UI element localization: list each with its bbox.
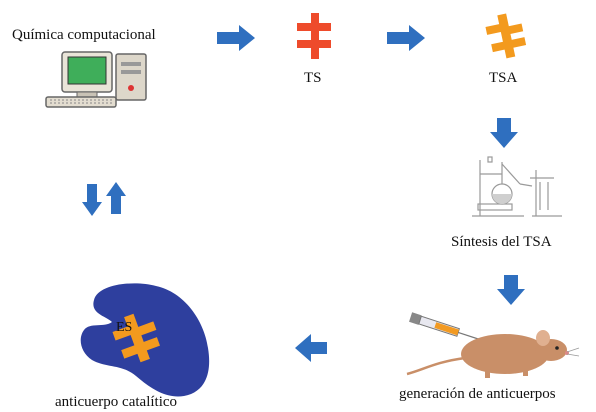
arrow-down-icon — [497, 275, 525, 305]
catalytic-antibody-label: anticuerpo catalítico — [55, 394, 178, 410]
computer-icon — [45, 51, 147, 108]
antibody-icon — [80, 283, 210, 397]
es-structure-icon — [112, 313, 160, 363]
arrow-up-icon — [106, 182, 126, 214]
tsa-structure-icon — [485, 13, 527, 59]
arrow-right-icon — [217, 25, 255, 51]
mouse-with-syringe-icon — [406, 312, 580, 378]
arrow-down-icon — [490, 118, 518, 148]
arrow-right-icon — [387, 25, 425, 51]
lab-apparatus-icon — [472, 156, 562, 217]
computational-chemistry-label: Química computacional — [12, 27, 156, 43]
arrow-down-icon — [82, 184, 102, 216]
antibody-generation-label: generación de anticuerpos — [399, 386, 556, 402]
ts-label: TS — [304, 70, 322, 86]
ts-structure-icon — [297, 13, 331, 59]
tsa-synthesis-label: Síntesis del TSA — [451, 234, 552, 250]
es-label: ES — [116, 320, 133, 335]
arrow-left-icon — [295, 334, 327, 362]
tsa-label: TSA — [489, 70, 518, 86]
